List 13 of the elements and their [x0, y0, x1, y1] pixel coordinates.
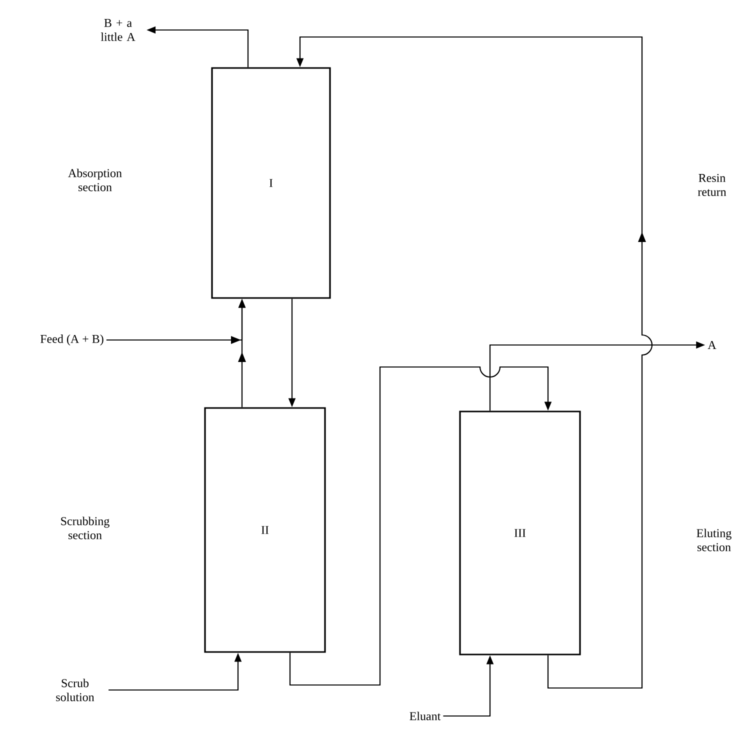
section-label: Resin return: [698, 174, 726, 196]
section-label: Eluting section: [696, 528, 732, 552]
stream-label: Eluant: [410, 712, 441, 720]
stream-label: B + a little A: [100, 19, 136, 41]
column-box: I: [211, 67, 331, 299]
stream-label: Scrub solution: [56, 678, 94, 702]
section-label: Absorption section: [68, 168, 122, 192]
section-label: Scrubbing section: [61, 516, 110, 540]
flow-arrow: [289, 366, 552, 686]
column-box: III: [459, 410, 581, 656]
stream-label: Feed (A + B): [40, 334, 104, 346]
column-box: II: [204, 407, 326, 653]
stream-label: A: [708, 341, 716, 349]
